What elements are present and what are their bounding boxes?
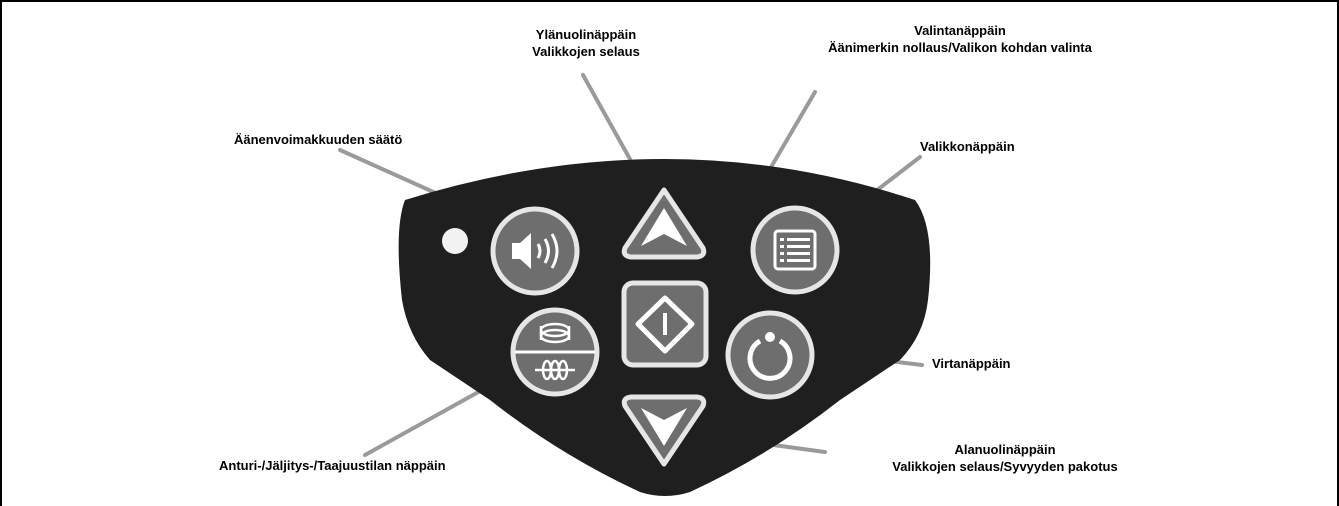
speaker-icon [512,233,559,269]
label-up: Ylänuolinäppäin Valikkojen selaus [486,26,686,60]
label-volume: Äänenvoimakkuuden säätö [234,132,403,147]
led-indicator [442,228,468,254]
label-down: Alanuolinäppäin Valikkojen selaus/Syvyyd… [860,441,1150,475]
label-up-line1: Ylänuolinäppäin [535,27,637,42]
label-down-line2: Valikkojen selaus/Syvyyden pakotus [892,459,1118,474]
arrow-down-icon [641,408,687,446]
label-up-line2: Valikkojen selaus [532,44,640,59]
label-select-line2: Äänimerkin nollaus/Valikon kohdan valint… [828,40,1092,55]
arrow-up-icon [641,208,687,246]
volume-button[interactable] [490,206,580,296]
menu-list-icon [773,229,817,271]
label-select-line1: Valintanäppäin [914,23,1006,38]
label-select: Valintanäppäin Äänimerkin nollaus/Valiko… [795,22,1125,56]
mode-button[interactable] [510,307,600,397]
up-arrow-button[interactable] [621,187,707,260]
mode-coil-icon [535,322,575,381]
label-power: Virtanäppäin [932,356,1011,371]
label-mode: Anturi-/Jäljitys-/Taajuustilan näppäin [219,458,446,473]
power-icon [747,332,793,381]
menu-button[interactable] [750,205,840,295]
select-diamond-icon [635,295,695,354]
down-arrow-button[interactable] [621,394,707,467]
power-button[interactable] [725,310,815,400]
label-down-line1: Alanuolinäppäin [954,442,1056,457]
label-menu: Valikkonäppäin [920,139,1015,154]
select-button[interactable] [621,280,709,368]
